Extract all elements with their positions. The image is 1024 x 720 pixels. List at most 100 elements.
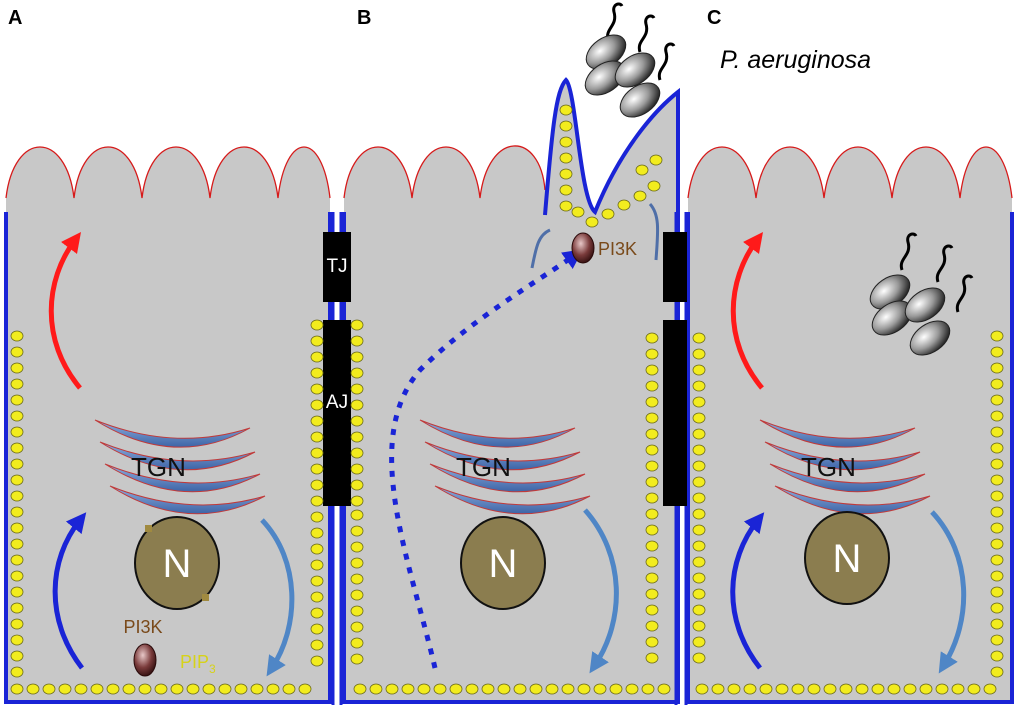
- lipid-dot: [645, 540, 659, 552]
- lipid-dot: [122, 683, 136, 695]
- lipid-dot: [759, 683, 773, 695]
- lipid-dot: [645, 620, 659, 632]
- lipid-dot: [559, 152, 573, 164]
- lipid-dot: [692, 396, 706, 408]
- lipid-dot: [350, 637, 364, 649]
- lipid-dot: [645, 428, 659, 440]
- lipid-dot: [10, 586, 24, 598]
- cell-c-membrane: [686, 212, 1014, 704]
- lipid-dot: [645, 364, 659, 376]
- lipid-dot: [641, 683, 655, 695]
- lipid-dot: [350, 351, 364, 363]
- lipid-dot: [645, 572, 659, 584]
- lipid-dot: [990, 618, 1004, 630]
- lipid-dot: [10, 634, 24, 646]
- lipid-dot: [775, 683, 789, 695]
- lipid-dot: [692, 428, 706, 440]
- tight-junction-bc: [663, 232, 687, 302]
- lipid-dot: [529, 683, 543, 695]
- lipid-dot: [559, 120, 573, 132]
- lipid-dot: [839, 683, 853, 695]
- lipid-dot: [513, 683, 527, 695]
- lipid-dot: [559, 200, 573, 212]
- lipid-dot: [350, 495, 364, 507]
- lipid-dot: [350, 509, 364, 521]
- lipid-dot: [218, 683, 232, 695]
- lipid-dot: [692, 444, 706, 456]
- recycling-arrow-a: [260, 518, 295, 677]
- lipid-dot: [417, 683, 431, 695]
- lipid-dot: [10, 458, 24, 470]
- panel-letter-a: A: [8, 7, 22, 29]
- lipid-dot: [692, 636, 706, 648]
- lipid-dot: [990, 634, 1004, 646]
- lipid-dot: [711, 683, 725, 695]
- lipid-dot: [10, 570, 24, 582]
- lipid-dot: [559, 168, 573, 180]
- panel-letter-c: C: [707, 7, 721, 29]
- recycling-arrow-b: [583, 508, 619, 674]
- adherens-junction-bc: [663, 320, 687, 506]
- lipid-dot: [645, 460, 659, 472]
- lipid-dot: [692, 380, 706, 392]
- lipid-dot: [497, 683, 511, 695]
- lipid-dot: [350, 525, 364, 537]
- lipid-dot: [310, 591, 324, 603]
- lipid-dot: [266, 683, 280, 695]
- lipid-dot: [990, 538, 1004, 550]
- lipid-dot: [823, 683, 837, 695]
- lipid-dot: [310, 367, 324, 379]
- lipid-dot: [692, 476, 706, 488]
- junctions-ab: TJ AJ: [323, 212, 351, 705]
- lipid-dot: [990, 330, 1004, 342]
- lipid-dot: [298, 683, 312, 695]
- lipid-dot: [571, 206, 585, 218]
- lipid-dot: [807, 683, 821, 695]
- basolateral-trafficking-arrow-a: [52, 512, 87, 670]
- lipid-dot: [967, 683, 981, 695]
- lipid-dot: [10, 650, 24, 662]
- lipid-dot: [10, 474, 24, 486]
- lipid-dot: [645, 524, 659, 536]
- lipid-dot: [234, 683, 248, 695]
- lipid-dot: [692, 508, 706, 520]
- lipid-dot: [350, 367, 364, 379]
- lipid-dot: [791, 683, 805, 695]
- lipid-dot: [633, 190, 647, 202]
- lipid-dot: [935, 683, 949, 695]
- lipid-dot: [990, 346, 1004, 358]
- bacteria-group-b: [584, 2, 676, 118]
- lipid-dot: [990, 378, 1004, 390]
- lipid-dot: [743, 683, 757, 695]
- lipid-dot: [433, 683, 447, 695]
- lipid-dot: [10, 330, 24, 342]
- cell-b-microvilli: [343, 145, 546, 199]
- tgn-label-a: TGN: [131, 452, 186, 482]
- lipid-dot: [90, 683, 104, 695]
- lipid-dot: [186, 683, 200, 695]
- cell-c-body: [688, 147, 1012, 702]
- lipid-dot: [138, 683, 152, 695]
- cell-c-microvilli: [687, 146, 1013, 199]
- lipid-dot: [692, 364, 706, 376]
- lipid-dot: [350, 463, 364, 475]
- lipid-dot: [310, 575, 324, 587]
- lipid-dot: [990, 362, 1004, 374]
- lipid-dot: [202, 683, 216, 695]
- lipid-dot: [310, 655, 324, 667]
- lipid-dot: [645, 348, 659, 360]
- lipid-dot: [310, 607, 324, 619]
- lipid-dot: [250, 683, 264, 695]
- lipid-dot: [106, 683, 120, 695]
- lipid-dot: [74, 683, 88, 695]
- lipid-dot: [692, 572, 706, 584]
- lipid-dot: [692, 412, 706, 424]
- lipid-dot: [310, 479, 324, 491]
- lipid-dot: [692, 540, 706, 552]
- membrane-curl-left: [530, 228, 551, 269]
- lipid-dot: [601, 208, 615, 220]
- lipid-dot: [10, 522, 24, 534]
- lipid-dot: [990, 650, 1004, 662]
- lipid-dot: [310, 495, 324, 507]
- lipid-dot: [577, 683, 591, 695]
